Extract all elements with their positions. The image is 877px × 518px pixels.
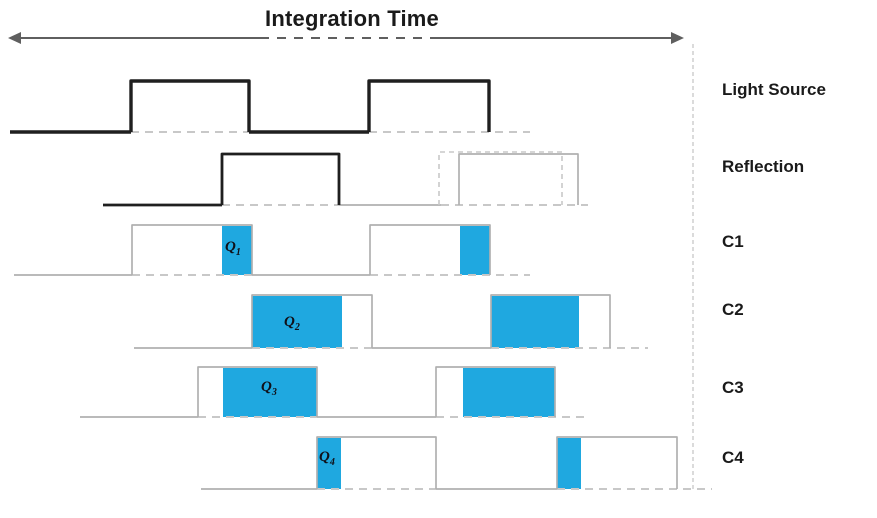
c3-pulse: [435, 366, 556, 417]
q1-symbol: Q: [225, 239, 236, 255]
c1-charge-fill: [460, 226, 490, 275]
light-source-pulse: [367, 79, 491, 132]
c4-pulse: [316, 436, 437, 489]
c1-pulse: [131, 224, 253, 275]
c3-pulse: [197, 366, 318, 417]
light-source-pulse: [129, 79, 251, 132]
c1-charge-fill: [222, 226, 252, 275]
c3-charge-fill: [463, 368, 555, 417]
charge-label-q1: Q1: [225, 240, 241, 258]
reflection-pulse: [220, 152, 341, 205]
q2-symbol: Q: [284, 314, 295, 330]
q3-symbol: Q: [261, 379, 272, 395]
charge-label-q2: Q2: [284, 315, 300, 333]
row-label-c4: C4: [722, 448, 744, 467]
q2-subscript: 2: [294, 322, 300, 333]
row-label-light-source: Light Source: [722, 80, 826, 99]
c3-charge-fill: [223, 368, 317, 417]
integration-time-title: Integration Time: [265, 6, 439, 31]
c2-charge-fill: [491, 296, 579, 348]
q4-symbol: Q: [319, 449, 330, 465]
row-label-c2: C2: [722, 300, 744, 319]
arrowhead-right-icon: [671, 32, 684, 44]
c2-pulse: [490, 294, 611, 348]
c4-charge-fill: [557, 438, 581, 489]
c4-pulse: [556, 436, 678, 489]
c2-pulse: [251, 294, 373, 348]
reflection-pulse: [458, 153, 579, 205]
arrowhead-left-icon: [8, 32, 21, 44]
c1-pulse: [369, 224, 491, 275]
charge-label-q3: Q3: [261, 380, 277, 398]
row-label-c3: C3: [722, 378, 744, 397]
reflection-pulse: [438, 151, 563, 205]
row-label-reflection: Reflection: [722, 157, 805, 176]
c2-charge-fill: [252, 296, 342, 348]
q3-subscript: 3: [271, 387, 277, 398]
row-label-c1: C1: [722, 232, 744, 251]
q4-subscript: 4: [329, 457, 335, 468]
charge-label-q4: Q4: [319, 450, 335, 468]
q1-subscript: 1: [235, 247, 241, 258]
c4-charge-fill: [317, 438, 341, 489]
